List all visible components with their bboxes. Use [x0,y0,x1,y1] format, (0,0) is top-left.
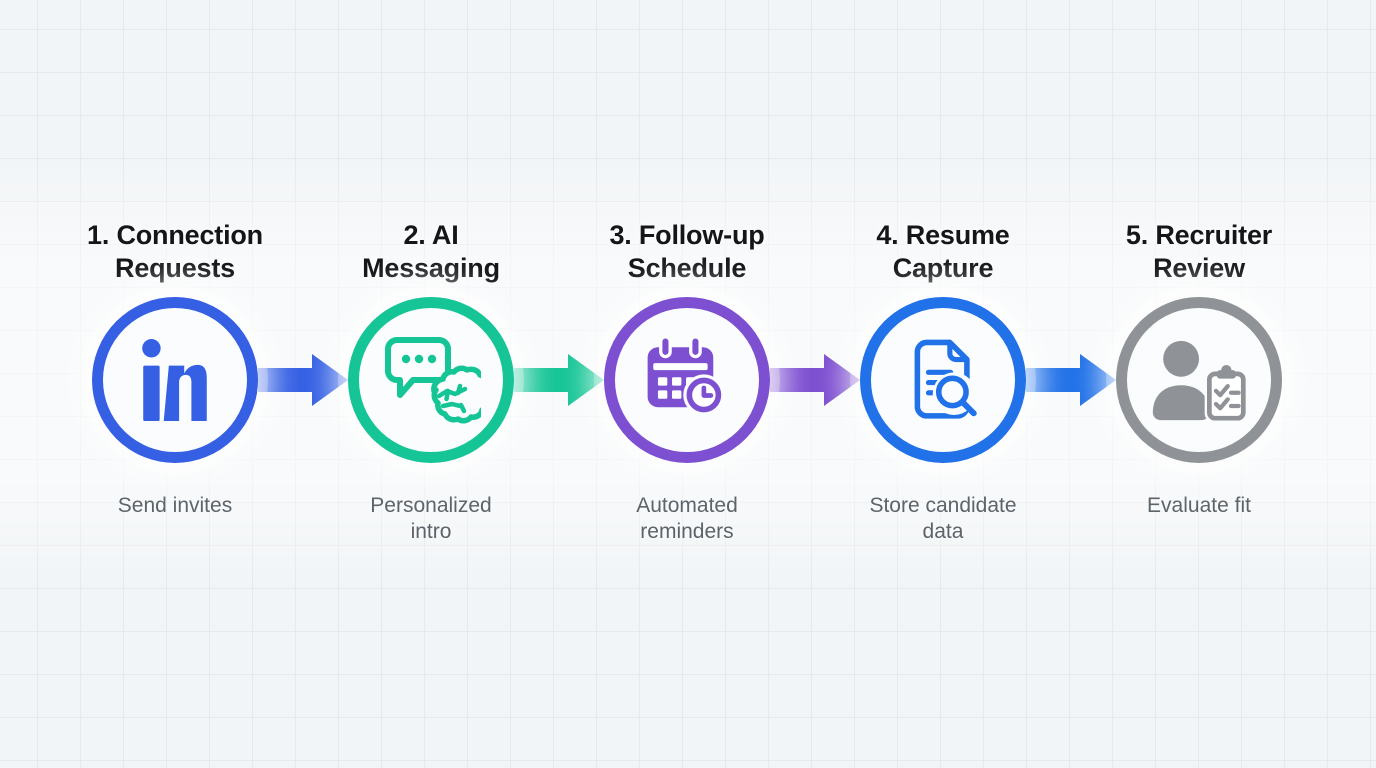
step-circle [348,297,514,463]
step-title: 2. AI Messaging [362,219,500,295]
step-ai-messaging: 2. AI Messaging Personalized [303,219,604,545]
steps-row: 1. Connection Requests Send invites [47,219,1327,545]
step-title-line1: 1. Connection [87,220,263,250]
arrow-right-icon [1026,354,1116,406]
step-caption-line1: Automated [636,494,738,517]
step-title-line2: Review [1153,253,1245,283]
step-title: 5. Recruiter Review [1126,219,1272,295]
step-title-line2: Capture [892,253,994,283]
step-caption: Store candidate data [869,493,1016,545]
step-caption-line1: Store candidate [869,494,1017,517]
arrow-right-icon [258,354,348,406]
linkedin-icon [142,339,207,421]
step-caption-line1: Evaluate fit [1147,494,1251,517]
step-circle [92,297,258,463]
step-caption: Automated reminders [636,493,738,545]
step-caption-line2: intro [410,520,452,543]
step-caption-line1: Personalized [370,494,492,517]
step-title: 1. Connection Requests [87,219,263,295]
step-connection-requests: 1. Connection Requests Send invites [47,219,348,545]
step-title-line1: 4. Resume [876,220,1010,250]
arrow-right-icon [514,354,604,406]
step-caption: Evaluate fit [1147,493,1251,519]
step-title-line1: 3. Follow-up [609,220,765,250]
step-caption-line2: reminders [640,520,734,543]
step-circle [604,297,770,463]
step-caption: Send invites [118,493,232,519]
step-title: 4. Resume Capture [876,219,1009,295]
step-circle [1116,297,1282,463]
step-title-line2: Requests [115,253,235,283]
step-resume-capture: 4. Resume Capture Store candidate data [815,219,1116,545]
step-caption: Personalized intro [370,493,491,545]
arrow-right-icon [770,354,860,406]
step-title-line2: Schedule [627,253,747,283]
step-caption-line2: data [922,520,964,543]
step-recruiter-review: 5. Recruiter Review Evaluate [1071,219,1327,545]
calendar-clock-icon [647,335,725,416]
chat-brain-icon [385,337,481,424]
step-title-line2: Messaging [362,253,500,283]
step-title: 3. Follow-up Schedule [609,219,764,295]
step-follow-up-schedule: 3. Follow-up Schedule [559,219,860,545]
step-title-line1: 2. AI [403,220,459,250]
document-search-icon [914,339,977,419]
step-circle [860,297,1026,463]
step-caption-line1: Send invites [117,494,233,517]
person-clipboard-icon [1152,340,1248,422]
step-title-line1: 5. Recruiter [1125,220,1273,250]
